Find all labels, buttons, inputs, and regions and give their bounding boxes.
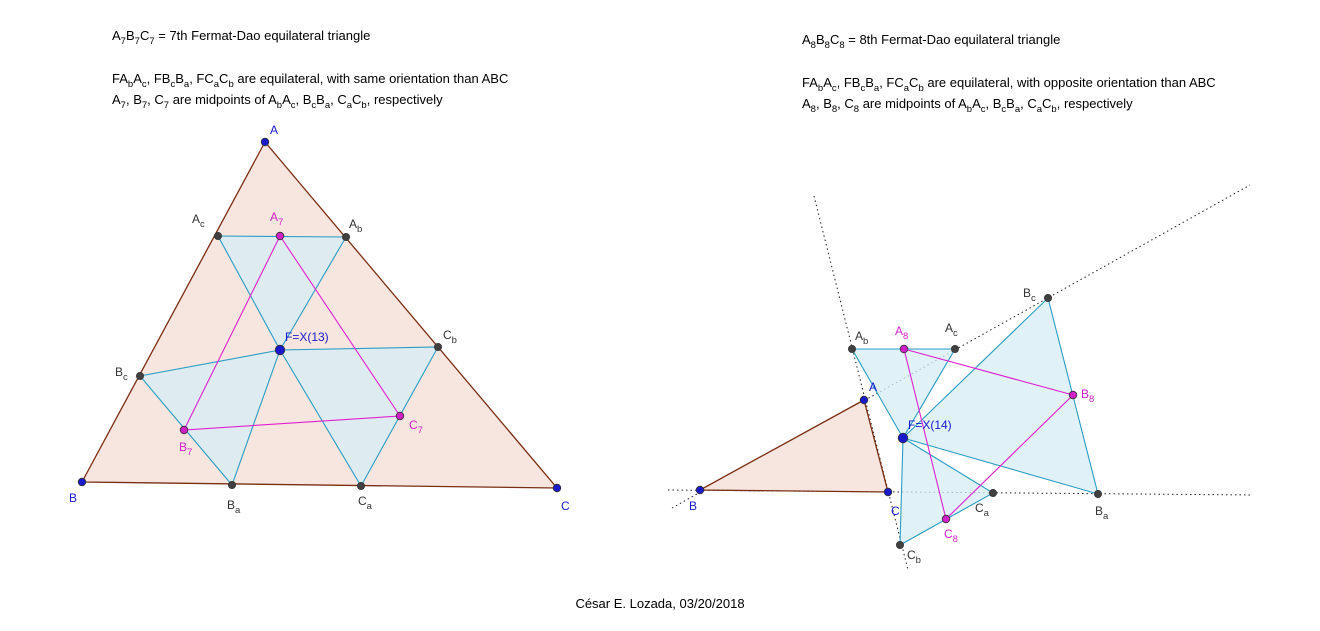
right-point-C [883,487,893,497]
left-label-Ac: Ac​ [192,212,205,230]
author-credit: César E. Lozada, 03/20/2018 [575,596,745,611]
left-label-B: B [69,491,77,505]
right-label-B: B [689,499,697,513]
right-description-line2: A8​, B8​, C8​ are midpoints of Ab​Ac​, B… [802,96,1133,115]
left-label-Cb: Cb​ [443,328,457,346]
right-label-A8: A8​ [895,324,908,342]
left-triangle-abc [80,140,559,489]
right-label-Cb: Cb​ [907,548,921,566]
right-label-C8: C8​ [944,527,958,545]
left-point-C [552,483,562,493]
right-point-B [695,485,705,495]
right-title: A8​B8​C8​ = 8th Fermat-Dao equilateral t… [802,32,1060,51]
left-label-Ab: Ab​ [349,217,362,235]
left-label-Ca: Ca​ [358,494,373,512]
left-label-C7: C7​ [409,418,423,436]
right-description-line1: FAb​Ac​, FBc​Ba​, FCa​Cb​ are equilatera… [802,75,1216,94]
left-label-F: F=X(13) [285,330,329,344]
left-point-Bc [135,371,144,380]
right-point-Ca [989,488,998,497]
left-label-Bc: Bc​ [115,365,128,383]
left-title: A7​B7​C7​ = 7th Fermat-Dao equilateral t… [112,28,370,47]
right-label-Ab: Ab​ [855,329,868,347]
right-figure: A B C Ab​ Ac​ Bc​ Ba​ Ca​ Cb​ F=X(14) A8… [667,184,1254,571]
left-triangle-a7b7c7 [183,234,401,431]
left-point-F [274,344,286,356]
right-point-Ba [1094,489,1103,498]
right-point-C8 [941,514,951,524]
left-description-line1: FAb​Ac​, FBc​Ba​, FCa​Cb​ are equilatera… [112,71,508,90]
left-label-C: C [561,499,570,513]
right-label-Bc: Bc​ [1023,286,1036,304]
left-point-Cb [433,342,442,351]
right-point-Cb [896,541,905,550]
right-point-F [897,432,909,444]
left-point-Ac [213,231,222,240]
right-point-A8 [899,344,909,354]
right-point-B8 [1068,390,1078,400]
right-label-C: C [891,504,900,518]
left-point-C7 [395,411,405,421]
right-label-A: A [869,380,877,394]
right-label-Ca: Ca​ [975,501,990,519]
left-point-B [77,477,87,487]
left-label-A: A [270,123,278,137]
right-triangle-abc [697,399,889,493]
left-point-A [260,137,270,147]
left-description-line2: A7​, B7​, C7​ are midpoints of Ab​Ac​, B… [112,92,443,111]
right-point-Bc [1044,293,1053,302]
left-point-B7 [179,425,189,435]
left-point-A7 [275,231,285,241]
right-label-Ba: Ba​ [1095,504,1109,522]
left-point-Ba [227,480,236,489]
left-point-Ca [356,481,365,490]
right-label-Ac: Ac​ [945,321,958,339]
right-point-A [859,395,869,405]
right-point-Ab [848,344,857,353]
right-point-Ac [951,344,960,353]
left-figure: A B C Ac​ Ab​ Bc​ Ba​ Ca​ Cb​ F=X(13) A7… [69,123,570,516]
right-triangle-a8b8c8 [903,348,1075,521]
right-label-F: F=X(14) [908,418,952,432]
right-line-ac-extended [813,195,909,571]
left-point-Ab [341,232,350,241]
left-label-Ba: Ba​ [227,498,241,516]
right-label-B8: B8​ [1081,387,1094,405]
left-label-A7: A7​ [270,210,283,228]
left-label-B7: B7​ [179,440,192,458]
